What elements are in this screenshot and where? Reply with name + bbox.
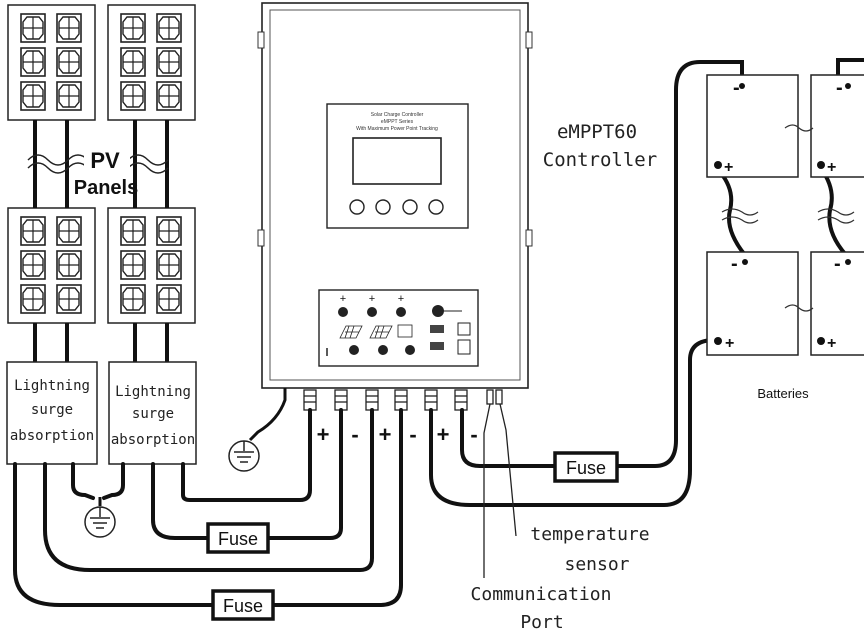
pv-panel-top-right bbox=[107, 4, 196, 121]
cable-glands bbox=[303, 389, 503, 411]
wiring bbox=[13, 58, 864, 607]
panel-series-cables bbox=[33, 120, 169, 362]
pv-label-line1: PV bbox=[90, 148, 120, 173]
temperature-sensor-label-2: sensor bbox=[564, 554, 629, 575]
svg-text:+: + bbox=[724, 159, 733, 176]
svg-text:+: + bbox=[369, 293, 375, 305]
surge-right-line3: absorption bbox=[111, 432, 195, 448]
surge-right-line2: surge bbox=[132, 406, 174, 422]
fuse-pv-string-1: Fuse bbox=[206, 522, 270, 554]
battery-bottom-right: - + bbox=[810, 251, 864, 356]
control-button-2 bbox=[375, 199, 391, 215]
control-button-4 bbox=[428, 199, 444, 215]
svg-text:+: + bbox=[398, 293, 404, 305]
svg-text:+: + bbox=[827, 159, 836, 176]
polarity-3: + bbox=[379, 422, 392, 447]
controller-title-label: Controller bbox=[543, 149, 657, 171]
controller-model-label: eMPPT60 bbox=[557, 121, 637, 143]
terminal-polarity-labels: + - + - + - bbox=[317, 422, 478, 447]
ground-icon-surge bbox=[84, 506, 116, 538]
pv-panel-bottom-left bbox=[7, 207, 96, 324]
fuse-battery: Fuse bbox=[553, 451, 619, 483]
pv-label-line2: Panels bbox=[74, 177, 138, 199]
polarity-4: - bbox=[409, 422, 416, 447]
svg-text:-: - bbox=[834, 253, 841, 275]
fuse-pv-string-2: Fuse bbox=[211, 589, 275, 621]
surge-right-line1: Lightning bbox=[115, 384, 191, 400]
batteries-label: Batteries bbox=[757, 386, 809, 401]
surge-absorber-right: Lightning surge absorption bbox=[108, 361, 197, 465]
battery-top-left: - + bbox=[706, 74, 799, 178]
control-button-1 bbox=[349, 199, 365, 215]
svg-text:Fuse: Fuse bbox=[223, 596, 263, 616]
pv-panel-top-left bbox=[7, 4, 96, 121]
temperature-sensor-label-1: temperature bbox=[530, 524, 649, 545]
device-screen-line2: eMPPT Series bbox=[381, 119, 414, 125]
svg-text:+: + bbox=[340, 293, 346, 305]
controller-unit: Solar Charge Controller eMPPT Series Wit… bbox=[257, 2, 533, 389]
polarity-2: - bbox=[351, 422, 358, 447]
surge-left-line3: absorption bbox=[10, 428, 94, 444]
battery-top-right: - + bbox=[810, 74, 864, 178]
polarity-5: + bbox=[437, 422, 450, 447]
device-screen-line3: With Maximum Power Point Tracking bbox=[356, 126, 438, 132]
battery-break-marks bbox=[721, 124, 855, 312]
device-screen-line1: Solar Charge Controller bbox=[371, 112, 424, 118]
svg-text:+: + bbox=[725, 335, 734, 352]
communication-port-label-1: Communication bbox=[471, 584, 612, 605]
pv-panel-bottom-right bbox=[107, 207, 196, 324]
svg-text:Fuse: Fuse bbox=[566, 458, 606, 478]
communication-port-label-2: Port bbox=[520, 612, 563, 633]
polarity-1: + bbox=[317, 422, 330, 447]
terminal-label-plate: + + + bbox=[318, 289, 479, 367]
cable-break-marks bbox=[27, 154, 169, 174]
surge-left-line2: surge bbox=[31, 402, 73, 418]
surge-left-line1: Lightning bbox=[14, 378, 90, 394]
svg-text:-: - bbox=[836, 77, 843, 99]
battery-bottom-left: - + bbox=[706, 251, 799, 356]
lcd-screen bbox=[352, 137, 442, 185]
surge-absorber-left: Lightning surge absorption bbox=[6, 361, 98, 465]
svg-text:-: - bbox=[733, 77, 740, 99]
polarity-6: - bbox=[470, 422, 477, 447]
svg-text:Fuse: Fuse bbox=[218, 529, 258, 549]
svg-text:-: - bbox=[731, 253, 738, 275]
ground-icon bbox=[228, 440, 260, 472]
control-button-3 bbox=[402, 199, 418, 215]
svg-text:+: + bbox=[827, 335, 836, 352]
